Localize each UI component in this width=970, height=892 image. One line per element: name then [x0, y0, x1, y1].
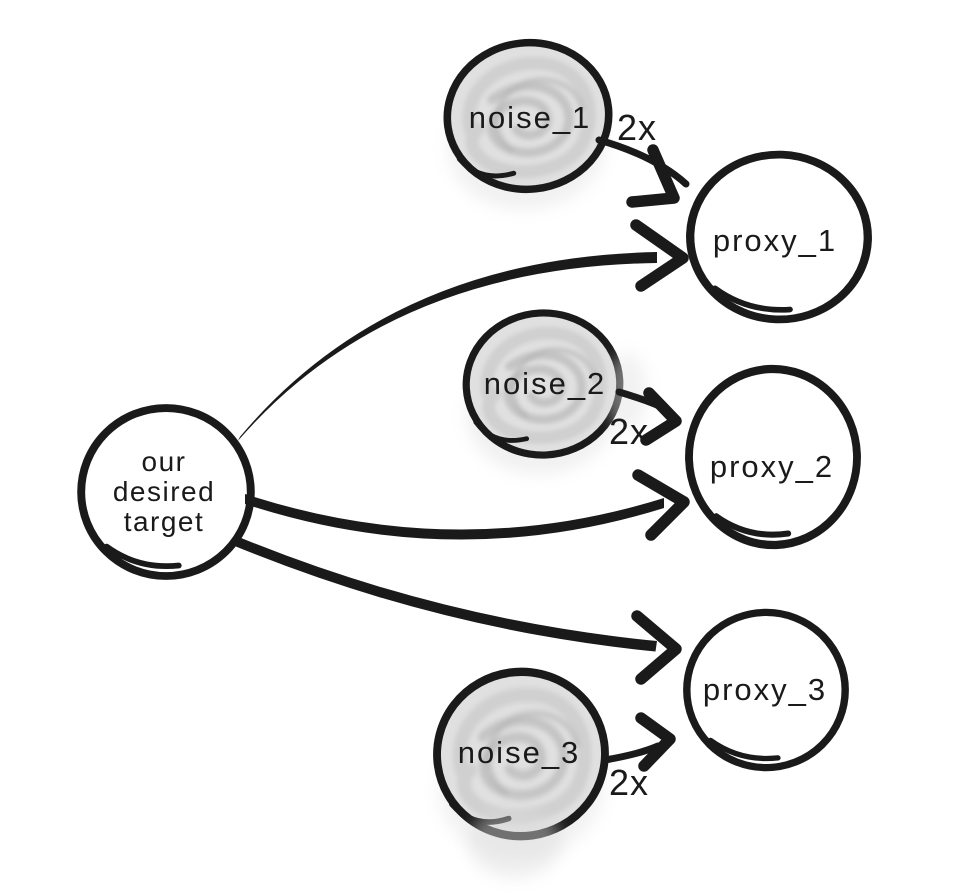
- edge-noise-3-to-proxy-3-arrowhead: [635, 712, 676, 772]
- edge-label-2x-noise-2: 2x: [609, 411, 649, 452]
- edge-noise-1-to-proxy-1-arrowhead: [626, 144, 680, 208]
- edge-target-to-proxy-1-shaft: [238, 252, 657, 441]
- edge-noise-1-to-proxy-1-shaft: [595, 136, 690, 188]
- edge-label-2x-noise-1: 2x: [617, 107, 657, 148]
- edge-target-to-proxy-2-shaft: [245, 494, 664, 540]
- noise-2-label: noise_2: [484, 366, 607, 401]
- edge-noise-3-to-proxy-3: [601, 712, 676, 772]
- target-label-line-2: desired: [113, 476, 215, 507]
- edge-target-to-proxy-3-shaft: [231, 535, 657, 652]
- edge-target-to-proxy-1: [238, 219, 689, 441]
- noise-1-label: noise_1: [469, 100, 592, 135]
- proxy-2-label: proxy_2: [710, 449, 834, 484]
- edge-noise-2-to-proxy-2-arrowhead: [640, 387, 682, 446]
- noise-3-halo: [469, 806, 561, 878]
- noise-3-label: noise_3: [458, 735, 581, 770]
- proxy-1-label: proxy_1: [713, 223, 837, 258]
- proxy-3-label: proxy_3: [703, 672, 827, 707]
- edge-noise-1-to-proxy-1: [595, 136, 690, 208]
- target-label-line-3: target: [124, 506, 205, 537]
- edge-noise-2-to-proxy-2: [615, 387, 682, 446]
- edge-target-to-proxy-1-arrowhead: [630, 219, 689, 292]
- target-label-line-1: our: [142, 446, 187, 477]
- edge-target-to-proxy-3-arrowhead: [631, 610, 682, 685]
- edge-target-to-proxy-2-arrowhead: [632, 469, 690, 541]
- edge-label-2x-noise-3: 2x: [609, 762, 649, 803]
- edge-target-to-proxy-3: [231, 535, 682, 685]
- edge-target-to-proxy-2: [245, 469, 690, 541]
